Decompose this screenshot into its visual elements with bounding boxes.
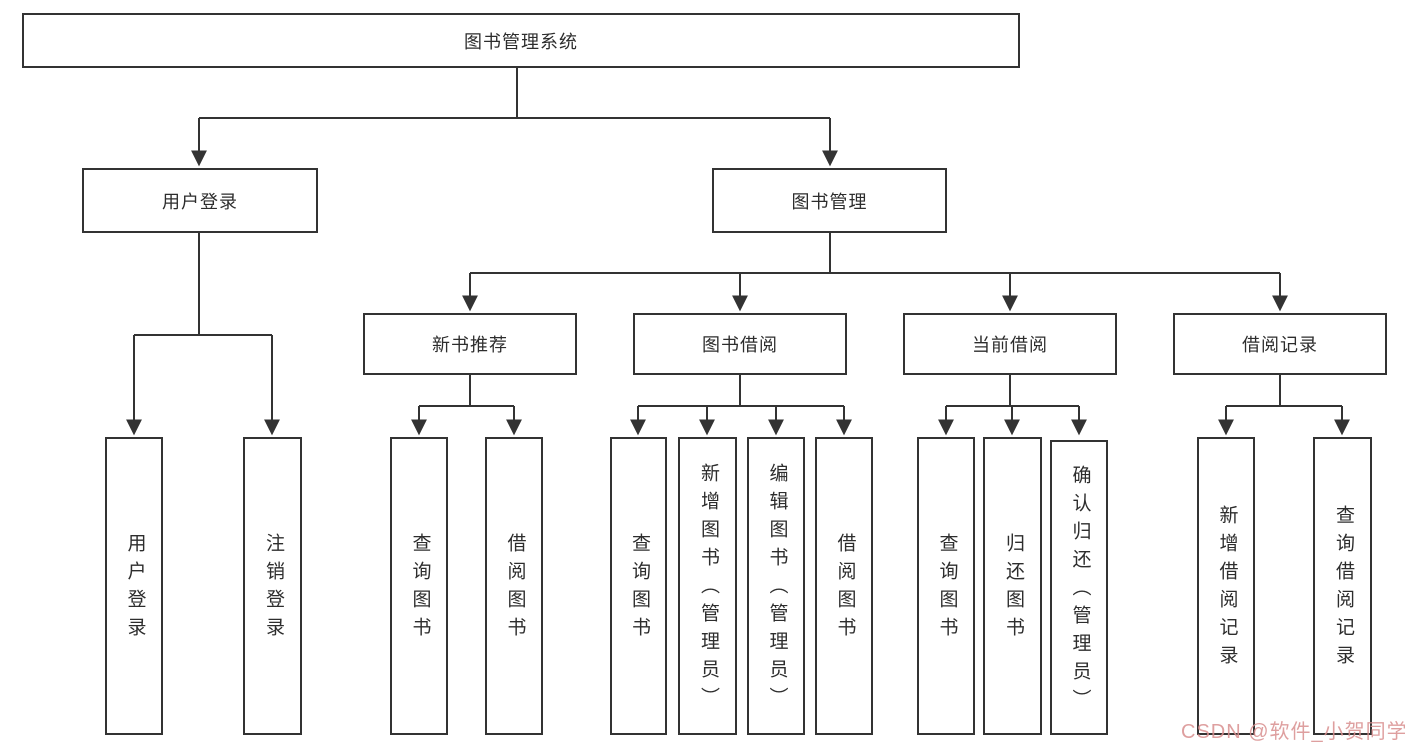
node-leaf-query-borrow-record: 查询借阅记录: [1313, 437, 1372, 735]
node-new-book-recommend: 新书推荐: [363, 313, 577, 375]
node-leaf-query-book-1: 查询图书: [390, 437, 448, 735]
node-leaf-logout: 注销登录: [243, 437, 302, 735]
node-leaf-add-borrow-record: 新增借阅记录: [1197, 437, 1255, 735]
node-leaf-query-book-3: 查询图书: [917, 437, 975, 735]
node-user-login: 用户登录: [82, 168, 318, 233]
node-leaf-edit-book-admin: 编辑图书（管理员）: [747, 437, 805, 735]
connector-borrow-record-children: [1218, 375, 1350, 436]
csdn-watermark: CSDN @软件_小贺同学: [1181, 721, 1405, 743]
connector-user-login-children: [126, 233, 280, 436]
node-leaf-user-login: 用户登录: [105, 437, 163, 735]
connector-new-book-children: [411, 375, 522, 436]
connector-current-borrow-children: [938, 375, 1087, 436]
connector-book-mgmt-children: [462, 233, 1288, 312]
node-borrow-record: 借阅记录: [1173, 313, 1387, 375]
node-leaf-borrow-book-1: 借阅图书: [485, 437, 543, 735]
node-leaf-confirm-return-admin: 确认归还（管理员）: [1050, 440, 1108, 735]
node-leaf-add-book-admin: 新增图书（管理员）: [678, 437, 737, 735]
node-book-borrow: 图书借阅: [633, 313, 847, 375]
connector-book-borrow-children: [630, 375, 852, 436]
node-current-borrow: 当前借阅: [903, 313, 1117, 375]
node-leaf-borrow-book-2: 借阅图书: [815, 437, 873, 735]
node-leaf-return-book: 归还图书: [983, 437, 1042, 735]
node-leaf-query-book-2: 查询图书: [610, 437, 667, 735]
connector-root-to-level2: [191, 68, 838, 167]
node-library-management-system: 图书管理系统: [22, 13, 1020, 68]
node-book-management: 图书管理: [712, 168, 947, 233]
